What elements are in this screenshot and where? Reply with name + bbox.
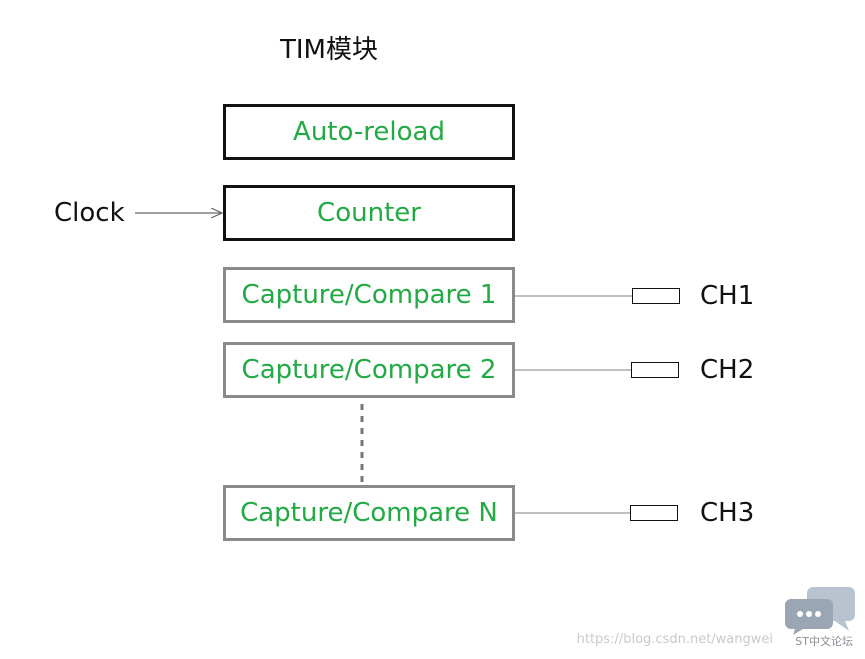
watermark-brand: ST中文论坛 [795, 635, 853, 648]
ch3-pin [630, 505, 678, 521]
watermark-url: https://blog.csdn.net/wangwei [576, 632, 773, 647]
capture-compare-2-label: Capture/Compare 2 [241, 355, 497, 385]
clock-label: Clock [54, 198, 125, 228]
ch1-label: CH1 [700, 281, 755, 311]
capture-compare-n-block: Capture/Compare N [223, 485, 515, 541]
counter-block: Counter [223, 185, 515, 241]
ch3-label: CH3 [700, 498, 755, 528]
auto-reload-label: Auto-reload [293, 117, 445, 147]
auto-reload-block: Auto-reload [223, 104, 515, 160]
ch1-pin [632, 288, 680, 304]
counter-label: Counter [317, 198, 421, 228]
chat-bubble-icon [785, 587, 855, 635]
capture-compare-2-block: Capture/Compare 2 [223, 342, 515, 398]
capture-compare-1-label: Capture/Compare 1 [241, 280, 497, 310]
ch2-pin [631, 362, 679, 378]
diagram-title: TIM模块 [280, 35, 378, 65]
capture-compare-1-block: Capture/Compare 1 [223, 267, 515, 323]
capture-compare-n-label: Capture/Compare N [240, 498, 498, 528]
ch2-label: CH2 [700, 355, 755, 385]
